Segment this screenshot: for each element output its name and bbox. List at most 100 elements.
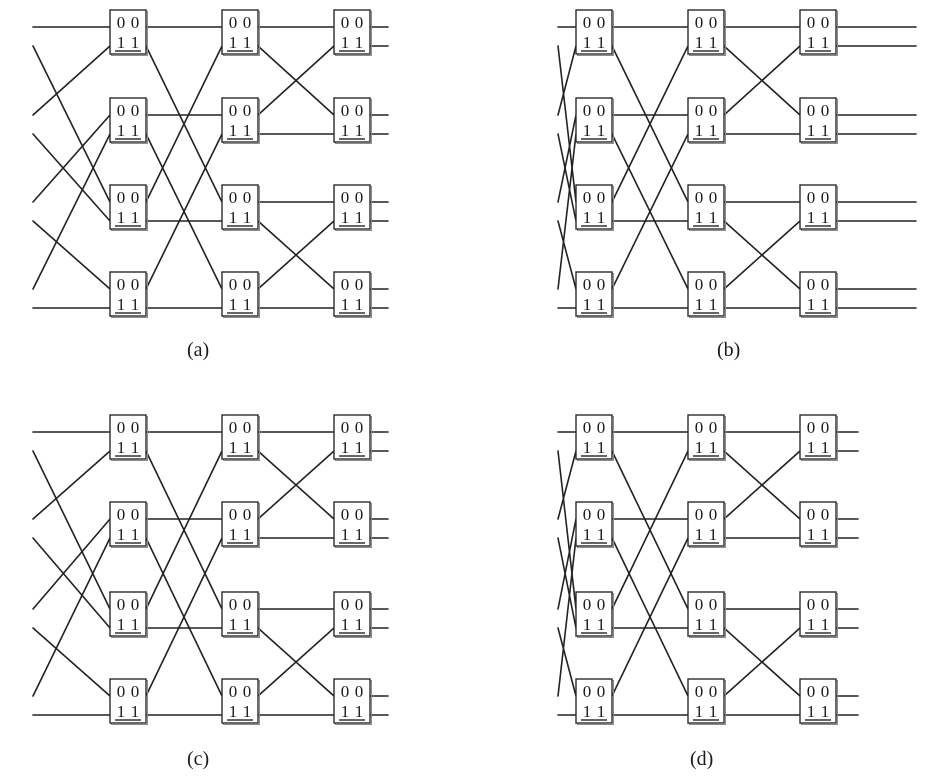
switch-box	[333, 271, 371, 317]
switch-bit-top: 0	[597, 682, 606, 701]
input-wire	[32, 133, 111, 290]
switch-bit-bottom: 1	[695, 702, 704, 721]
switch-bit-top: 0	[355, 505, 364, 524]
switch-bit-bottom: 1	[821, 615, 830, 634]
switch-bit-bottom: 1	[597, 438, 606, 457]
switch-bit-bottom: 1	[341, 121, 350, 140]
input-wire	[557, 518, 577, 610]
switch-bit-top: 0	[131, 595, 140, 614]
switch-box	[799, 678, 837, 724]
switch-bit-bottom: 1	[117, 525, 126, 544]
switch-bit-bottom: 1	[821, 208, 830, 227]
switch-bit-bottom: 1	[597, 121, 606, 140]
switch-box	[799, 9, 837, 55]
switch-box	[799, 414, 837, 460]
switch-bit-bottom: 1	[243, 295, 252, 314]
switch-box	[109, 97, 147, 143]
switch-box	[333, 97, 371, 143]
switch-bit-bottom: 1	[709, 33, 718, 52]
input-wire	[557, 627, 577, 697]
input-wire	[32, 627, 111, 697]
switch-box	[221, 184, 259, 230]
switch-bit-top: 0	[695, 275, 704, 294]
input-wire	[557, 537, 577, 697]
switch-bit-bottom: 1	[229, 121, 238, 140]
panel-caption-d: (d)	[690, 748, 714, 770]
switch-bit-top: 0	[355, 188, 364, 207]
switch-box	[687, 9, 725, 55]
switch-bit-bottom: 1	[117, 33, 126, 52]
switch-box	[687, 184, 725, 230]
switch-bit-bottom: 1	[821, 121, 830, 140]
switch-bit-bottom: 1	[341, 615, 350, 634]
switch-bit-top: 0	[583, 682, 592, 701]
switch-bit-bottom: 1	[597, 702, 606, 721]
switch-bit-top: 0	[583, 595, 592, 614]
switch-box	[575, 271, 613, 317]
switch-bit-top: 0	[597, 418, 606, 437]
switch-bit-bottom: 1	[341, 702, 350, 721]
switch-bit-top: 0	[341, 188, 350, 207]
switch-bit-bottom: 1	[131, 615, 140, 634]
input-wire	[557, 133, 577, 290]
switch-bit-top: 0	[117, 275, 126, 294]
switch-bit-bottom: 1	[243, 121, 252, 140]
switch-box	[221, 271, 259, 317]
switch-bit-top: 0	[821, 682, 830, 701]
switch-bit-top: 0	[243, 595, 252, 614]
switch-bit-top: 0	[131, 188, 140, 207]
switch-bit-bottom: 1	[597, 208, 606, 227]
switch-box	[221, 501, 259, 547]
switch-bit-bottom: 1	[695, 525, 704, 544]
switch-bit-bottom: 1	[821, 438, 830, 457]
interstage-wire	[257, 220, 335, 290]
switch-box	[799, 501, 837, 547]
interstage-wire	[611, 133, 689, 290]
switch-bit-bottom: 1	[709, 208, 718, 227]
switch-bit-top: 0	[355, 275, 364, 294]
input-wire	[557, 450, 577, 610]
switch-box	[687, 501, 725, 547]
switch-bit-top: 0	[117, 682, 126, 701]
switch-bit-top: 0	[341, 418, 350, 437]
switch-bit-bottom: 1	[807, 33, 816, 52]
switch-bit-bottom: 1	[583, 121, 592, 140]
switch-bit-top: 0	[597, 595, 606, 614]
switch-bit-bottom: 1	[597, 295, 606, 314]
switch-bit-bottom: 1	[131, 438, 140, 457]
switch-bit-bottom: 1	[807, 295, 816, 314]
switch-bit-bottom: 1	[355, 33, 364, 52]
switch-bit-bottom: 1	[341, 295, 350, 314]
switch-box	[575, 9, 613, 55]
switch-bit-top: 0	[597, 188, 606, 207]
interstage-wire	[611, 537, 689, 697]
switch-bit-bottom: 1	[117, 615, 126, 634]
switch-bit-bottom: 1	[807, 615, 816, 634]
switch-box	[109, 9, 147, 55]
input-wire	[32, 537, 111, 697]
switch-bit-top: 0	[131, 101, 140, 120]
switch-bit-top: 0	[695, 13, 704, 32]
switch-bit-top: 0	[583, 188, 592, 207]
switch-bit-bottom: 1	[695, 33, 704, 52]
switch-bit-bottom: 1	[117, 702, 126, 721]
switch-bit-bottom: 1	[341, 208, 350, 227]
switch-bit-bottom: 1	[243, 525, 252, 544]
switch-bit-top: 0	[341, 13, 350, 32]
switch-bit-top: 0	[583, 505, 592, 524]
switch-bit-top: 0	[807, 505, 816, 524]
interstage-wire	[723, 45, 801, 116]
switch-bit-top: 0	[117, 101, 126, 120]
switch-bit-top: 0	[695, 188, 704, 207]
switch-bit-top: 0	[117, 188, 126, 207]
switch-bit-top: 0	[597, 505, 606, 524]
switch-bit-top: 0	[341, 505, 350, 524]
switch-bit-top: 0	[243, 101, 252, 120]
switch-bit-bottom: 1	[131, 295, 140, 314]
switch-bit-top: 0	[229, 275, 238, 294]
switch-bit-top: 0	[583, 101, 592, 120]
switch-bit-top: 0	[597, 101, 606, 120]
switch-bit-top: 0	[807, 275, 816, 294]
switch-bit-top: 0	[355, 682, 364, 701]
